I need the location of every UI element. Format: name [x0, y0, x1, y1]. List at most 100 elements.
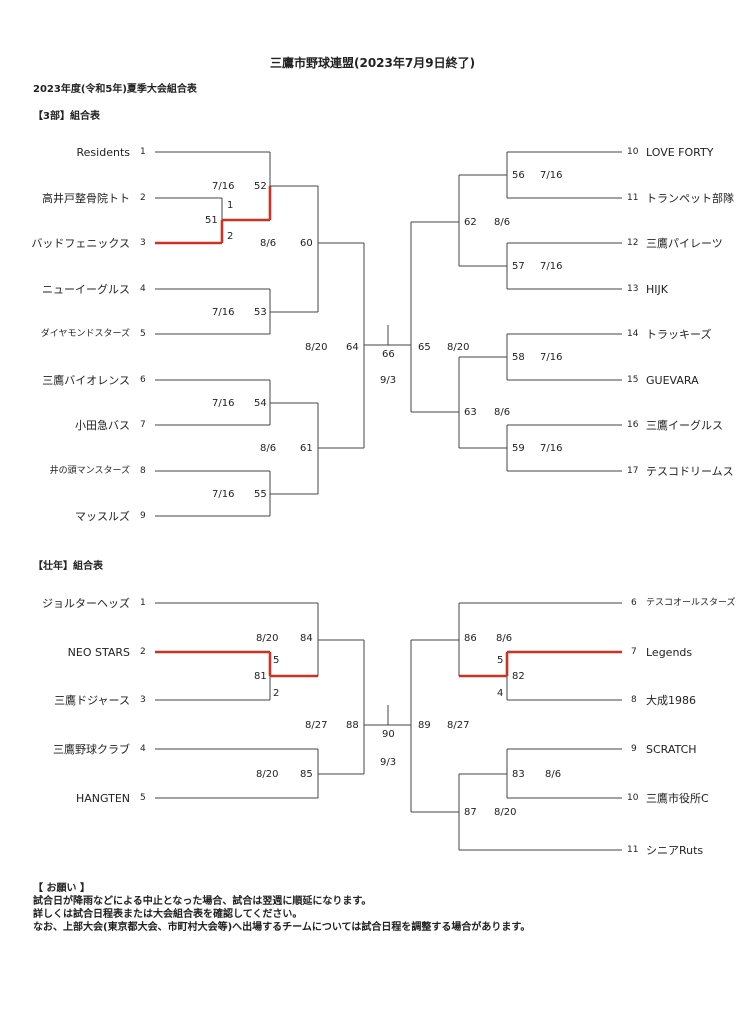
- team-seed: 12: [627, 238, 639, 248]
- team-seed: 10: [627, 793, 639, 803]
- game-number: 82: [512, 671, 525, 682]
- game-number: 85: [300, 769, 313, 780]
- team-name: 大成1986: [646, 694, 696, 707]
- team-name: HIJK: [646, 283, 668, 296]
- team-name: 三鷹野球クラブ: [53, 743, 130, 756]
- notes-block: 【 お願い 】 試合日が降雨などによる中止となった場合、試合は翌週に順延になりま…: [33, 882, 530, 934]
- game-number: 58: [512, 352, 525, 363]
- team-name: テスコドリームス: [646, 465, 734, 478]
- team-seed: 6: [631, 598, 637, 608]
- game-number: 59: [512, 443, 525, 454]
- team-seed: 2: [140, 193, 146, 203]
- game-score: 2: [227, 231, 234, 242]
- notes-line: 試合日が降雨などによる中止となった場合、試合は翌週に順延になります。: [33, 896, 372, 907]
- team-seed: 1: [140, 147, 146, 157]
- team-name: バッドフェニックス: [31, 237, 130, 250]
- team-name: 三鷹イーグルス: [646, 419, 723, 432]
- team-seed: 2: [140, 647, 146, 657]
- game-date: 8/6: [260, 443, 277, 454]
- game-date: 7/16: [540, 352, 563, 363]
- game-number: 60: [300, 238, 313, 249]
- game-date: 9/3: [380, 375, 397, 386]
- game-number: 63: [464, 407, 477, 418]
- game-score: 4: [497, 688, 504, 699]
- page-subtitle: 2023年度(令和5年)夏季大会組合表: [33, 84, 197, 95]
- game-date: 7/16: [212, 489, 235, 500]
- game-score: 5: [497, 655, 504, 666]
- game-date: 8/27: [447, 720, 470, 731]
- game-number: 51: [205, 215, 218, 226]
- game-date: 8/6: [260, 238, 277, 249]
- game-score: 5: [273, 655, 280, 666]
- team-seed: 10: [627, 147, 639, 157]
- game-date: 8/20: [447, 342, 470, 353]
- game-number: 83: [512, 769, 525, 780]
- game-date: 8/20: [256, 769, 279, 780]
- team-name: ニューイーグルス: [42, 283, 130, 296]
- game-date: 8/20: [256, 633, 279, 644]
- team-name: 井の頭マンスターズ: [49, 466, 130, 476]
- team-name: ジョルターヘッズ: [42, 597, 130, 610]
- game-number: 84: [300, 633, 313, 644]
- team-seed: 8: [140, 466, 146, 476]
- game-date: 8/6: [494, 407, 511, 418]
- game-date: 8/27: [305, 720, 328, 731]
- team-name: 三鷹市役所C: [646, 792, 709, 805]
- game-number: 65: [418, 342, 431, 353]
- team-name: HANGTEN: [75, 792, 130, 805]
- game-number: 90: [382, 729, 395, 740]
- game-date: 7/16: [212, 398, 235, 409]
- team-seed: 7: [140, 420, 146, 430]
- team-seed: 13: [627, 284, 639, 294]
- game-date: 8/20: [494, 807, 517, 818]
- team-seed: 11: [627, 193, 639, 203]
- game-number: 81: [254, 671, 267, 682]
- game-number: 86: [464, 633, 477, 644]
- team-seed: 4: [140, 744, 146, 754]
- team-name: Residents: [76, 146, 130, 159]
- game-number: 57: [512, 261, 525, 272]
- team-seed: 14: [627, 329, 639, 339]
- notes-heading: 【 お願い 】: [33, 883, 90, 894]
- div3-label: 【3部】組合表: [33, 111, 100, 122]
- team-seed: 11: [627, 845, 639, 855]
- team-name: 三鷹バイオレンス: [42, 374, 130, 387]
- team-name: トラッキーズ: [646, 328, 712, 341]
- team-seed: 5: [140, 793, 146, 803]
- game-score: 2: [273, 688, 280, 699]
- game-number: 56: [512, 170, 525, 181]
- page-title: 三鷹市野球連盟(2023年7月9日終了): [270, 56, 476, 70]
- team-seed: 5: [140, 329, 146, 339]
- team-seed: 7: [631, 647, 637, 657]
- game-number: 66: [382, 349, 395, 360]
- team-name: テスコオールスターズ: [646, 598, 736, 608]
- team-name: GUEVARA: [646, 374, 699, 387]
- game-number: 89: [418, 720, 431, 731]
- team-seed: 16: [627, 420, 639, 430]
- game-date: 7/16: [540, 261, 563, 272]
- game-date: 8/6: [494, 217, 511, 228]
- game-date: 7/16: [212, 181, 235, 192]
- game-number: 52: [254, 181, 267, 192]
- notes-line: なお、上部大会(東京都大会、市町村大会等)へ出場するチームについては試合日程を調…: [33, 922, 531, 933]
- team-name: 三鷹ドジャース: [54, 694, 130, 707]
- team-seed: 3: [140, 238, 146, 248]
- notes-line: 詳しくは試合日程表または大会組合表を確認してください。: [33, 909, 303, 920]
- team-seed: 6: [140, 375, 146, 385]
- game-number: 64: [346, 342, 359, 353]
- team-name: 三鷹パイレーツ: [646, 237, 723, 250]
- game-date: 7/16: [212, 307, 235, 318]
- game-date: 7/16: [540, 443, 563, 454]
- game-number: 53: [254, 307, 267, 318]
- game-number: 88: [346, 720, 359, 731]
- team-name: NEO STARS: [67, 646, 130, 659]
- game-number: 54: [254, 398, 267, 409]
- team-seed: 17: [627, 466, 639, 476]
- team-seed: 9: [631, 744, 637, 754]
- team-name: ダイヤモンドスターズ: [40, 329, 130, 339]
- team-seed: 3: [140, 695, 146, 705]
- game-number: 61: [300, 443, 313, 454]
- team-seed: 1: [140, 598, 146, 608]
- team-name: 高井戸整骨院トト: [42, 192, 130, 205]
